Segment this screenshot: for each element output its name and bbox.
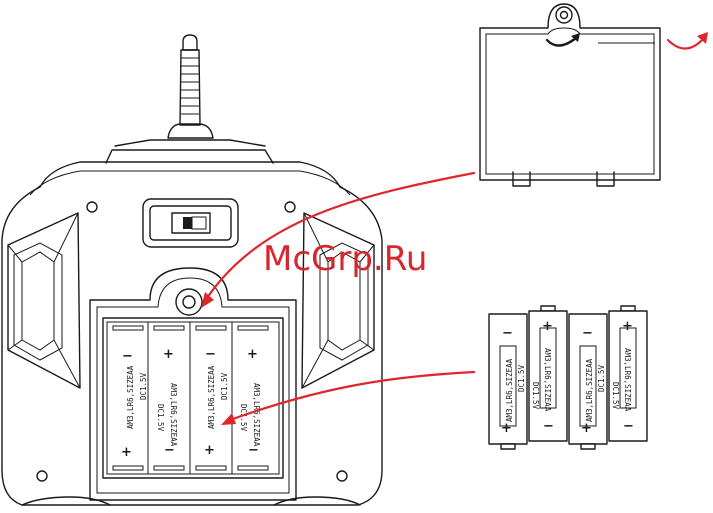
bay-voltage-label: DC1.5V	[139, 372, 148, 400]
bay-voltage-label: DC1.5V	[220, 372, 229, 400]
remove-arrow-icon	[668, 38, 704, 49]
power-switch	[143, 199, 238, 247]
bay-size-label: AM3,LR6,SIZEAA	[207, 365, 216, 429]
screw-icon	[337, 471, 347, 481]
left-grip	[8, 213, 80, 388]
battery-compartment: − + + − − + + − AM3,LR6,SIZEAA DC1.5V AM…	[90, 268, 296, 500]
bay-size-label: AM3,LR6,SIZEAA	[252, 383, 261, 447]
battery-plus: +	[501, 421, 512, 436]
bay-plus: +	[204, 443, 215, 458]
bay-plus: +	[121, 445, 132, 460]
screw-icon	[285, 202, 295, 212]
screw-icon	[87, 202, 97, 212]
battery-plus: +	[581, 421, 592, 436]
batteries: − + AM3,LR6,SIZEAA DC1.5V + − AM3,LR6,SI…	[489, 306, 647, 449]
cover-to-bay-arrow-icon	[207, 173, 474, 298]
bay-voltage-label: DC1.5V	[239, 404, 248, 432]
battery-minus: −	[623, 419, 634, 434]
bay-minus: −	[205, 347, 216, 362]
battery-minus: −	[582, 326, 593, 341]
rotate-arrow-icon	[547, 38, 576, 46]
battery-plus: +	[542, 319, 553, 334]
watermark: McGrp.Ru	[263, 239, 427, 279]
screw-icon	[37, 471, 47, 481]
battery-voltage-label: DC1.5V	[611, 382, 620, 410]
battery-size-label: AM3,LR6,SIZEAA	[543, 348, 552, 412]
bay-minus: −	[122, 349, 133, 364]
bay-voltage-label: DC1.5V	[156, 404, 165, 432]
battery-minus: −	[502, 326, 513, 341]
batteries-to-bay-arrow-icon	[230, 372, 474, 420]
battery-cover	[480, 4, 660, 186]
antenna	[168, 35, 213, 138]
battery-size-label: AM3,LR6,SIZEAA	[585, 358, 594, 422]
bay-plus: +	[163, 347, 174, 362]
bay-plus: +	[247, 347, 258, 362]
battery-voltage-label: DC1.5V	[531, 382, 540, 410]
battery-voltage-label: DC1.5V	[517, 364, 526, 392]
battery-voltage-label: DC1.5V	[597, 364, 606, 392]
battery-minus: −	[543, 419, 554, 434]
bay-size-label: AM3,LR6,SIZEAA	[169, 383, 178, 447]
battery-size-label: AM3,LR6,SIZEAA	[623, 348, 632, 412]
bay-size-label: AM3,LR6,SIZEAA	[126, 365, 135, 429]
battery-size-label: AM3,LR6,SIZEAA	[505, 358, 514, 422]
battery-plus: +	[622, 319, 633, 334]
